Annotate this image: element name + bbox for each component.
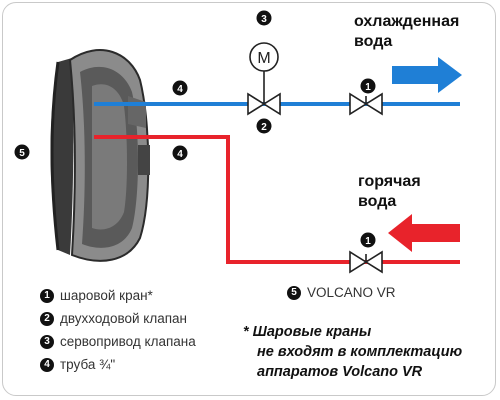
legend-item: 2 двухходовой клапан [40,307,196,330]
cold-water-line2: вода [354,33,393,50]
hot-water-arrow [388,214,460,252]
marker-1-cold: 1 [360,78,376,94]
ball-valve-hot [349,250,383,274]
footnote: * Шаровые краны не входят в комплектацию… [243,322,493,382]
hot-water-pipe [94,135,460,264]
svg-text:4: 4 [177,84,183,95]
marker-5-unit: 5 [14,144,30,160]
legend-text: двухходовой клапан [60,311,187,326]
svg-text:1: 1 [365,82,371,93]
legend-item: 3 сервопривод клапана [40,330,196,353]
legend-item: 4 труба ¾" [40,353,196,376]
cold-water-arrow [392,57,462,93]
cold-water-title: охлажденная вода [354,12,459,52]
motor-label: M [257,50,270,67]
legend-text: сервопривод клапана [60,334,196,349]
unit-label-text: VOLCANO VR [307,285,396,300]
legend-badge: 1 [40,288,54,303]
legend: 1 шаровой кран* 2 двухходовой клапан 3 с… [40,284,196,376]
hot-water-line2: вода [358,193,397,210]
svg-text:3: 3 [261,14,267,25]
marker-4-hot: 4 [172,145,188,161]
marker-3: 3 [256,10,272,26]
svg-text:1: 1 [365,236,371,247]
two-way-valve [247,70,281,116]
marker-2: 2 [256,118,272,134]
footnote-line3: аппаратов Volcano VR [257,364,423,380]
hot-water-title: горячая вода [358,172,421,212]
marker-1-hot: 1 [360,232,376,248]
legend-badge: 4 [40,357,54,372]
unit-label: 5 VOLCANO VR [287,285,396,300]
marker-4-cold: 4 [172,80,188,96]
legend-badge: 3 [40,334,54,349]
svg-text:4: 4 [177,149,183,160]
ball-valve-cold [349,92,383,116]
unit-label-badge: 5 [287,285,301,300]
hot-water-line1: горячая [358,173,421,190]
legend-item: 1 шаровой кран* [40,284,196,307]
svg-text:5: 5 [19,148,25,159]
cold-water-line1: охлажденная [354,13,460,30]
legend-text: труба ¾" [60,357,116,372]
volcano-unit-drawing [50,49,150,262]
servo-actuator [249,42,279,72]
svg-text:2: 2 [261,122,267,133]
legend-badge: 2 [40,311,54,326]
legend-text: шаровой кран* [60,288,153,303]
footnote-line2: не входят в комплектацию [257,344,463,360]
footnote-line1: * Шаровые краны [243,324,372,340]
